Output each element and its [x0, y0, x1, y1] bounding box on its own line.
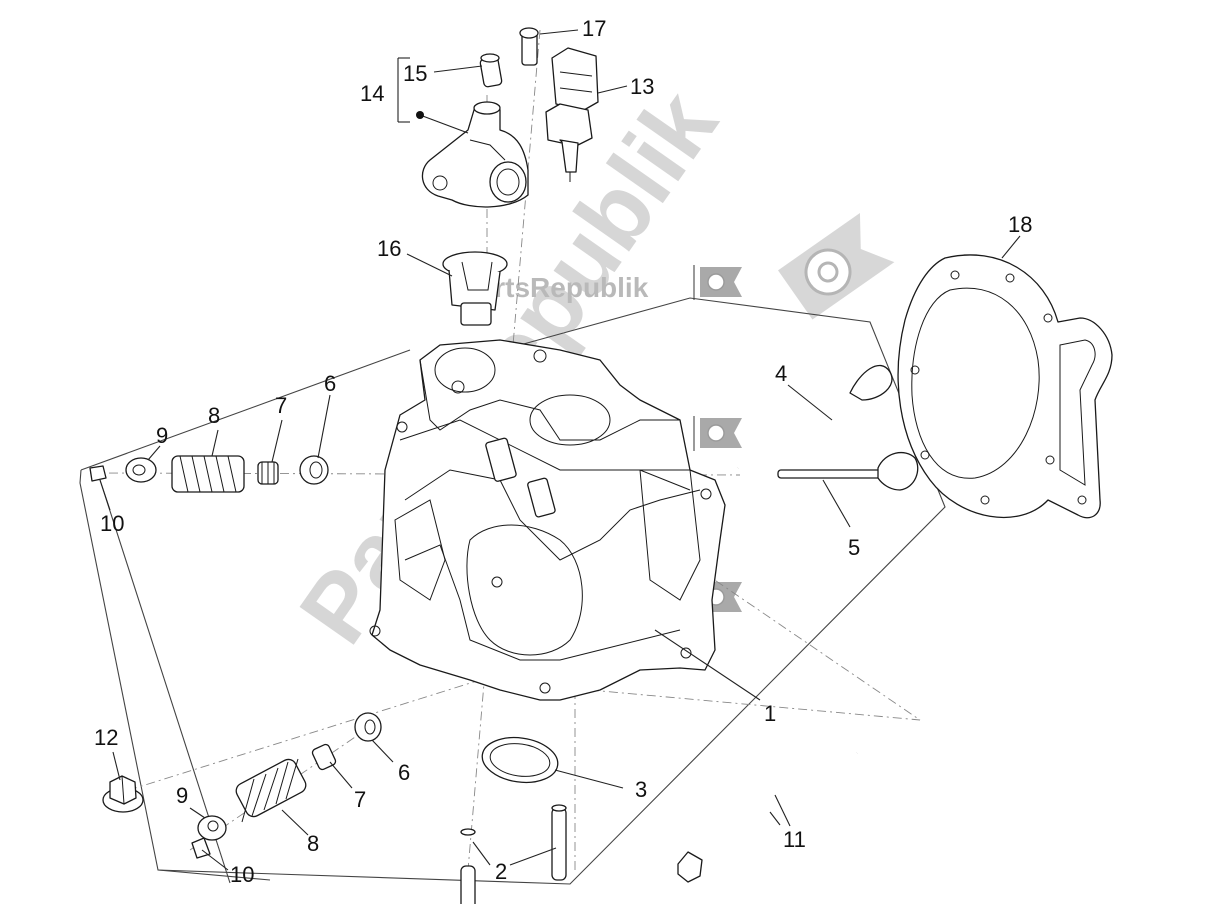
- label-6-top: 6: [324, 371, 336, 396]
- label-10-bottom: 10: [230, 862, 254, 887]
- label-18: 18: [1008, 212, 1032, 237]
- thermostat-16: [442, 251, 508, 326]
- label-7-top: 7: [275, 393, 287, 418]
- screw-17: [519, 27, 539, 66]
- spring-retainer-top: [125, 457, 157, 483]
- valve-5: [777, 451, 919, 491]
- valve-seal-bottom: [311, 743, 337, 771]
- spring-seat-bottom: [354, 712, 382, 742]
- valve-collet-bottom: [191, 837, 211, 859]
- flange-nut: [102, 775, 144, 813]
- label-10-top: 10: [100, 511, 124, 536]
- label-17: 17: [582, 16, 606, 41]
- valve-spring-top: [171, 455, 245, 493]
- callout-labels: 17 13 15 14 16 18 4 5 6 7 8 9 10 1 6 7 8…: [94, 16, 1032, 887]
- bullet-marker: [416, 111, 424, 119]
- gear-icon: [707, 273, 725, 291]
- label-8-bottom: 8: [307, 831, 319, 856]
- label-9-top: 9: [156, 423, 168, 448]
- label-3: 3: [635, 777, 647, 802]
- thermostat-housing: [421, 101, 529, 208]
- leader-lines: [99, 29, 1021, 871]
- temperature-sensor: [545, 47, 599, 182]
- label-1: 1: [764, 701, 776, 726]
- gear-icon: [707, 424, 725, 442]
- o-ring: [481, 736, 559, 784]
- spring-seat-top: [299, 455, 329, 485]
- label-11: 11: [783, 827, 806, 852]
- label-13: 13: [630, 74, 654, 99]
- valve-spring-bottom: [235, 758, 307, 823]
- label-12: 12: [94, 725, 118, 750]
- label-5: 5: [848, 535, 860, 560]
- spring-retainer-bottom: [197, 815, 227, 841]
- label-8-top: 8: [208, 403, 220, 428]
- label-14: 14: [360, 81, 384, 106]
- label-9-bottom: 9: [176, 783, 188, 808]
- valve-4: [737, 365, 893, 470]
- label-6-bottom: 6: [398, 760, 410, 785]
- dowel-pin-right: [551, 804, 567, 881]
- head-gasket: [897, 254, 1113, 519]
- dowel-pin-left: [460, 828, 476, 904]
- watermark-large-gear-icon: [778, 213, 895, 320]
- label-16: 16: [377, 236, 401, 261]
- valve-seal-top: [257, 461, 279, 485]
- label-7-bottom: 7: [354, 787, 366, 812]
- plug-15: [479, 53, 503, 88]
- label-2: 2: [495, 859, 507, 884]
- valve-collet-top: [89, 465, 107, 482]
- label-15: 15: [403, 61, 427, 86]
- label-4: 4: [775, 361, 787, 386]
- head-bolt: [677, 751, 859, 883]
- cylinder-head: [369, 339, 726, 701]
